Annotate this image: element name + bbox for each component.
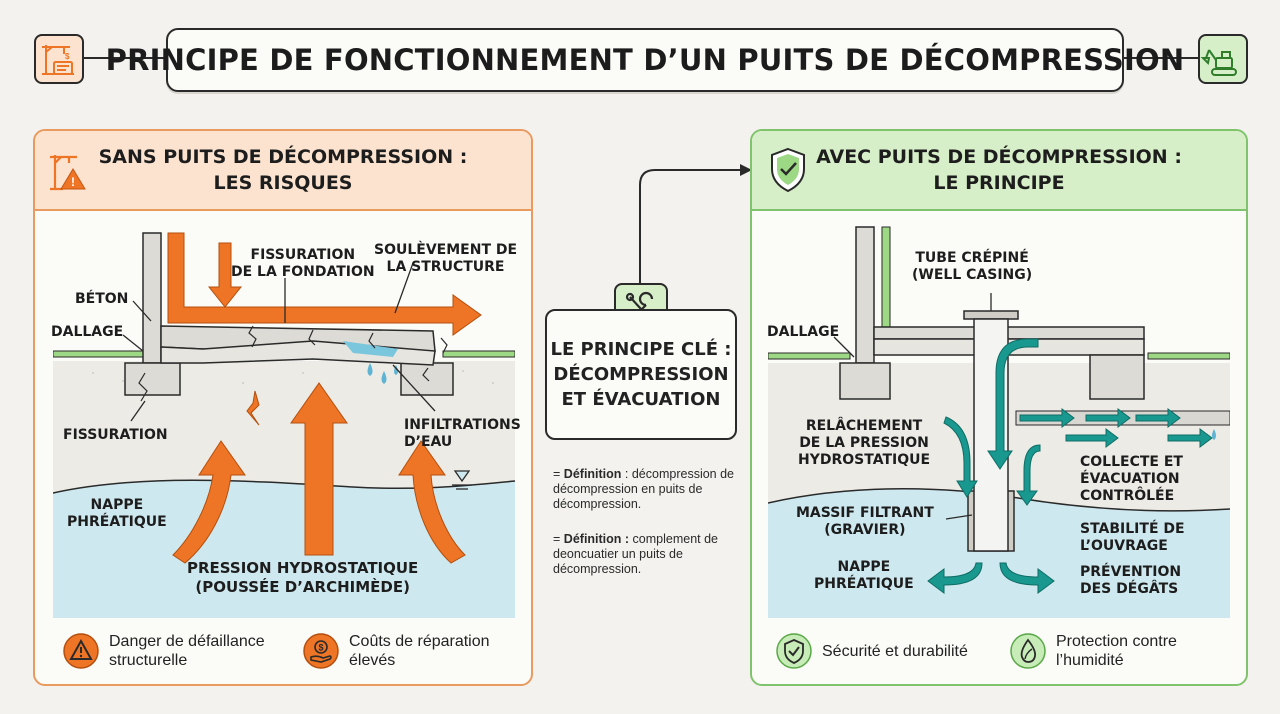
concrete-wall xyxy=(142,232,162,364)
label-infiltrations: INFILTRATIONS D’EAU xyxy=(404,417,521,450)
label-beton: BÉTON xyxy=(75,291,129,307)
right-illustration xyxy=(768,223,1230,618)
label-stabilite: STABILITÉ DE L’OUVRAGE xyxy=(1080,521,1185,554)
excavator-icon xyxy=(1198,34,1248,84)
label-dallage-left: DALLAGE xyxy=(51,324,124,340)
money-hand-icon: $ xyxy=(303,633,339,669)
footer-right-2: Protection contre l’humidité xyxy=(1056,633,1177,669)
svg-text:$: $ xyxy=(65,52,70,61)
definition-2: = Définition : complement de deoncuatier… xyxy=(553,532,719,576)
pressure-arrows xyxy=(167,232,482,564)
panel-without-relief-well: SANS PUITS DE DÉCOMPRESSION : LES RISQUE… xyxy=(33,129,533,686)
label-relachement: RELÂCHEMENT DE LA PRESSION HYDROSTATIQUE xyxy=(798,418,931,468)
panel-with-relief-well: AVEC PUITS DE DÉCOMPRESSION : LE PRINCIP… xyxy=(750,129,1248,686)
label-pression: PRESSION HYDROSTATIQUE (POUSSÉE D’ARCHIM… xyxy=(187,559,419,596)
leader-lines xyxy=(122,262,436,422)
definition-1: = Définition : décompression de décompre… xyxy=(553,467,735,511)
right-panel-title: AVEC PUITS DE DÉCOMPRESSION : LE PRINCIP… xyxy=(816,146,1182,194)
label-fissuration-fondation: FISSURATION DE LA FONDATION xyxy=(231,247,375,280)
water-table xyxy=(53,480,515,618)
left-panel-title: SANS PUITS DE DÉCOMPRESSION : LES RISQUE… xyxy=(98,146,468,194)
label-collecte: COLLECTE ET ÉVACUATION CONTRÔLÉE xyxy=(1080,454,1183,504)
key-principle-box: LE PRINCIPE CLÉ : DÉCOMPRESSION ET ÉVACU… xyxy=(545,309,737,440)
shield-check-icon xyxy=(776,633,812,669)
main-title: PRINCIPE DE FONCTIONNEMENT D’UN PUITS DE… xyxy=(106,28,1184,92)
left-footing xyxy=(124,362,181,396)
svg-text:!: ! xyxy=(71,175,75,189)
title-connector-left xyxy=(82,57,166,59)
crane-warning-icon: ! xyxy=(47,149,87,191)
footer-left-2: Coûts de réparation élevés xyxy=(349,633,490,669)
water-table-symbol xyxy=(452,470,472,490)
footer-right-1: Sécurité et durabilité xyxy=(822,643,968,660)
cracks xyxy=(138,325,448,402)
warning-icon xyxy=(63,633,99,669)
water-drop-leaf-icon xyxy=(1010,633,1046,669)
construction-crane-icon: $ xyxy=(34,34,84,84)
flow-arrows xyxy=(927,338,1213,594)
title-connector-right xyxy=(1120,57,1198,59)
label-dallage-right: DALLAGE xyxy=(767,324,840,340)
left-illustration xyxy=(53,223,515,618)
label-fissuration: FISSURATION xyxy=(63,427,168,443)
label-soulevement: SOULÈVEMENT DE LA STRUCTURE xyxy=(374,242,518,275)
label-massif: MASSIF FILTRANT (GRAVIER) xyxy=(796,505,934,538)
main-title-text: PRINCIPE DE FONCTIONNEMENT D’UN PUITS DE… xyxy=(105,43,1185,77)
left-panel-header: SANS PUITS DE DÉCOMPRESSION : LES RISQUE… xyxy=(35,131,531,211)
label-prevention: PRÉVENTION DES DÉGÂTS xyxy=(1080,564,1182,597)
shield-check-icon xyxy=(766,145,810,195)
center-connector-arrow xyxy=(639,164,752,285)
right-panel-header: AVEC PUITS DE DÉCOMPRESSION : LE PRINCIP… xyxy=(752,131,1246,211)
water-table-right xyxy=(768,488,1230,618)
label-tube: TUBE CRÉPINÉ (WELL CASING) xyxy=(912,250,1033,283)
svg-text:$: $ xyxy=(319,643,324,653)
key-principle-text: LE PRINCIPE CLÉ : DÉCOMPRESSION ET ÉVACU… xyxy=(550,339,732,410)
footer-left-1: Danger de défaillance structurelle xyxy=(109,633,265,669)
label-nappe-left: NAPPE PHRÉATIQUE xyxy=(67,497,167,530)
label-nappe-right: NAPPE PHRÉATIQUE xyxy=(814,559,914,592)
